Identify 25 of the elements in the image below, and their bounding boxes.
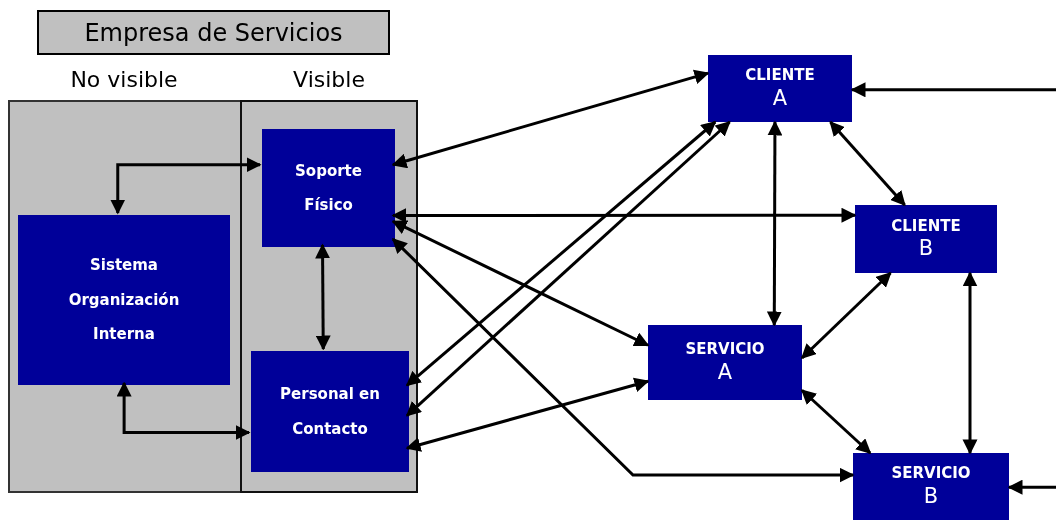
arrow [766,120,783,327]
column-heading: Visible [292,66,366,94]
arrow [391,238,855,483]
arrow [405,377,650,452]
arrow [800,271,892,360]
arrow [391,207,857,223]
arrow [116,381,251,440]
arrow [800,389,872,455]
process-box: Sistema Organización Interna [18,215,230,385]
arrow [315,243,331,351]
title-box: Empresa de Servicios [37,10,390,55]
arrow [850,82,1056,98]
process-box: Personal en Contacto [251,351,409,472]
arrow [391,69,710,169]
arrow [962,271,978,455]
process-box: CLIENTE B [855,205,997,273]
process-box: SERVICIO A [648,325,802,400]
process-box: CLIENTE A [708,55,852,122]
arrow [829,120,906,207]
column-heading: No visible [69,66,179,94]
process-box: SERVICIO B [853,453,1009,520]
arrow [110,157,262,215]
arrow [1007,479,1056,495]
arrow [391,220,650,347]
process-box: Soporte Físico [262,129,395,247]
